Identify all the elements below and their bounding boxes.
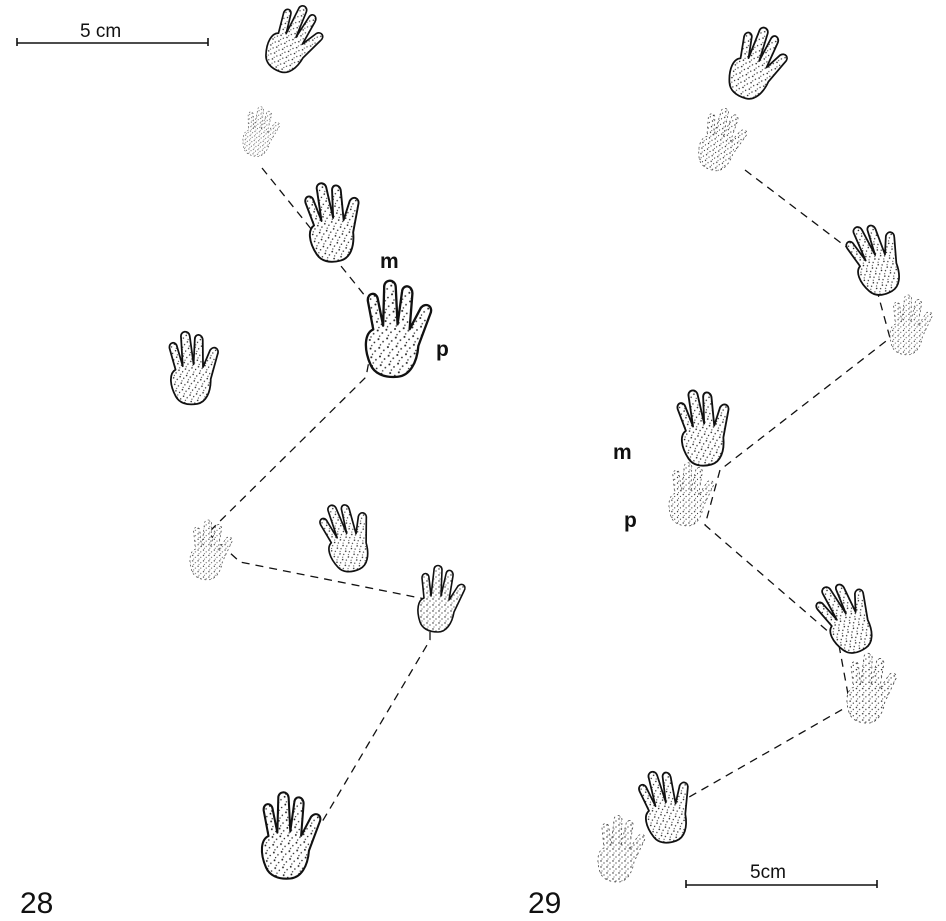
footprint-28-c (161, 325, 228, 409)
scale-bar-label-29: 5cm (750, 862, 786, 883)
scale-bar-28: 5 cm (16, 21, 209, 46)
figure-28: 5 cm m p 28 (16, 0, 466, 920)
footprint-28-b (241, 105, 282, 159)
footprint-28-g (255, 788, 327, 882)
footprint-29-f (846, 652, 897, 724)
figure-number-29: 29 (528, 887, 561, 920)
figure-number-28: 28 (20, 887, 53, 920)
footprint-29-manus (668, 381, 743, 472)
footprint-28-a (259, 0, 332, 83)
footprint-29-b (695, 104, 751, 176)
manus-label-29: m (613, 441, 632, 464)
footprint-29-d (889, 294, 933, 356)
scale-bar-29: 5cm (685, 862, 878, 888)
footprint-29-c (835, 211, 919, 303)
footprint-28-d (189, 519, 233, 581)
manus-label-28: m (380, 250, 399, 273)
pes-label-29: p (624, 509, 637, 532)
footprint-29-e (804, 570, 892, 662)
footprint-28-manus (295, 174, 373, 268)
footprint-28-e (310, 492, 387, 579)
pes-label-28: p (436, 338, 449, 361)
footprint-29-a (723, 21, 795, 107)
footprint-28-f (417, 564, 466, 633)
scale-bar-label-28: 5 cm (80, 21, 121, 42)
figure-29: m p 5cm 29 (528, 21, 933, 920)
footprint-29-h (597, 815, 646, 883)
footprint-28-pes (359, 276, 438, 381)
